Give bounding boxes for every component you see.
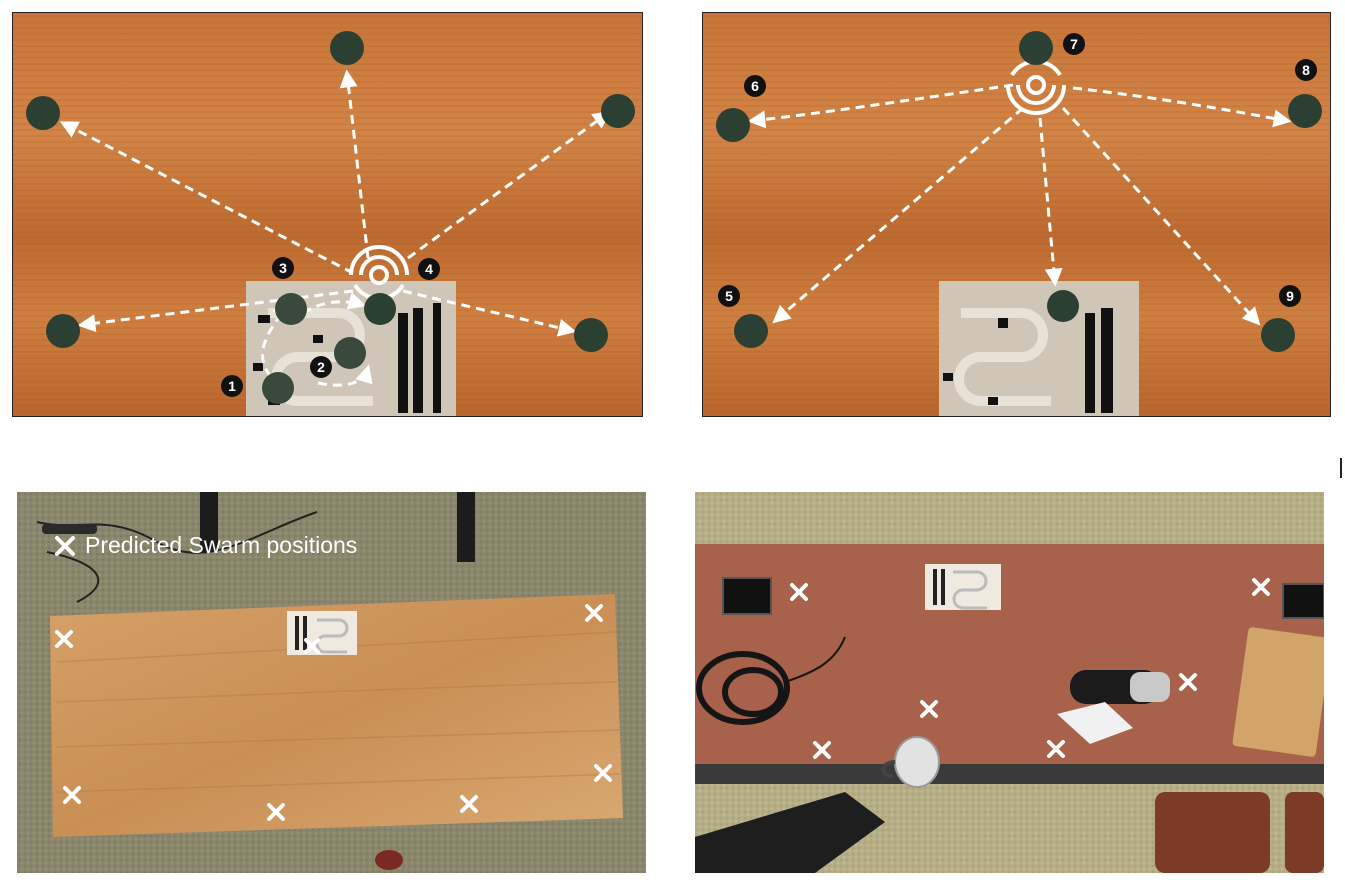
x-mark-icon [267, 803, 285, 821]
x-mark-icon [585, 604, 603, 622]
robot-icon [601, 94, 635, 128]
track-board [939, 281, 1139, 416]
person-leg [695, 792, 885, 873]
chair [1155, 792, 1270, 873]
arrow-to-top [339, 69, 370, 259]
step-badge-label: 7 [1070, 36, 1078, 52]
x-mark-icon [920, 700, 938, 718]
step-badge: 8 [1295, 59, 1317, 81]
step-badge: 4 [418, 258, 440, 280]
robot-icon [574, 318, 608, 352]
step-badge-label: 9 [1286, 288, 1294, 304]
photo-wooden-table [17, 492, 646, 873]
x-mark-icon [304, 638, 320, 654]
robot-icon [275, 293, 307, 325]
paper-sheet [1057, 702, 1133, 744]
arrow-to-board [1038, 117, 1063, 287]
mug [881, 736, 940, 788]
robot-icon [734, 314, 768, 348]
water-bottle [1070, 670, 1170, 704]
step-badge: 7 [1063, 33, 1085, 55]
step-badge-label: 8 [1302, 62, 1310, 78]
step-badge: 5 [718, 285, 740, 307]
robot-icon [364, 293, 396, 325]
step-badges: 5 6 7 8 9 [718, 33, 1317, 307]
panel-bottom-left: Predicted Swarm positions [17, 492, 646, 873]
step-badges: 1 2 3 4 [221, 257, 440, 397]
robot-icon [1019, 31, 1053, 65]
headphones [696, 636, 846, 725]
x-mark-icon [63, 786, 81, 804]
swarm-dispersal-diagram-right: 5 6 7 8 9 [703, 13, 1330, 416]
arrow-to-9 [1061, 106, 1261, 326]
robot-icon [334, 337, 366, 369]
step-badge: 1 [221, 375, 243, 397]
x-mark-icon [1252, 578, 1270, 596]
x-mark-icon [55, 535, 75, 556]
legend-label: Predicted Swarm positions [85, 532, 358, 558]
robot-icon [26, 96, 60, 130]
track-board [925, 564, 1001, 610]
step-badge-label: 1 [228, 378, 236, 394]
arrow-3-to-4 [302, 292, 367, 315]
power-outlet [1282, 583, 1324, 619]
robot-icon [46, 314, 80, 348]
wooden-table [50, 594, 623, 837]
arrow-to-lower-left [77, 289, 354, 333]
robots [716, 31, 1322, 352]
robot-icon [330, 31, 364, 65]
predicted-position-markers [55, 604, 612, 821]
panel-bottom-right [695, 492, 1324, 873]
robots [26, 31, 635, 404]
photo-office-desk [695, 492, 1324, 873]
step-badge-label: 6 [751, 78, 759, 94]
edge-mark [1340, 458, 1342, 478]
step-badge-label: 2 [317, 359, 325, 375]
step-badge: 3 [272, 257, 294, 279]
robot-icon [1261, 318, 1295, 352]
chair [1285, 792, 1324, 873]
arrow-to-upper-left [59, 121, 354, 275]
step-badge-label: 5 [725, 288, 733, 304]
robot-icon [1288, 94, 1322, 128]
step-badge: 9 [1279, 285, 1301, 307]
robot-icon [716, 108, 750, 142]
arrow-1-to-2 [317, 364, 373, 387]
x-mark-icon [594, 764, 612, 782]
notebook [1232, 627, 1324, 757]
swarm-dispersal-diagram-left: 1 2 3 4 [13, 13, 642, 416]
arrow-to-8 [1072, 86, 1292, 128]
shoe [375, 850, 403, 870]
power-outlet [722, 577, 772, 615]
robot-icon [262, 372, 294, 404]
panel-top-left: 1 2 3 4 [12, 12, 643, 417]
x-mark-icon [1047, 740, 1065, 758]
x-mark-icon [460, 795, 478, 813]
dispersal-arrows [747, 83, 1292, 326]
track-board [287, 611, 357, 655]
robot-icon [1047, 290, 1079, 322]
background-furniture [36, 492, 475, 603]
step-badge-label: 4 [425, 261, 433, 277]
table-grain [56, 631, 622, 793]
arrow-to-upper-right [407, 110, 611, 260]
office-desk [695, 544, 1324, 782]
step-badge-label: 3 [279, 260, 287, 276]
x-mark-icon [790, 583, 808, 601]
predicted-position-markers [790, 578, 1270, 759]
arrow-to-5 [772, 106, 1024, 324]
x-mark-icon [1179, 673, 1197, 691]
panel-top-right: 5 6 7 8 9 [702, 12, 1331, 417]
x-mark-icon [55, 630, 73, 648]
desk-edge [695, 764, 1324, 784]
x-mark-icon [813, 741, 831, 759]
legend: Predicted Swarm positions [53, 532, 357, 559]
step-badge: 6 [744, 75, 766, 97]
step-badge: 2 [310, 356, 332, 378]
